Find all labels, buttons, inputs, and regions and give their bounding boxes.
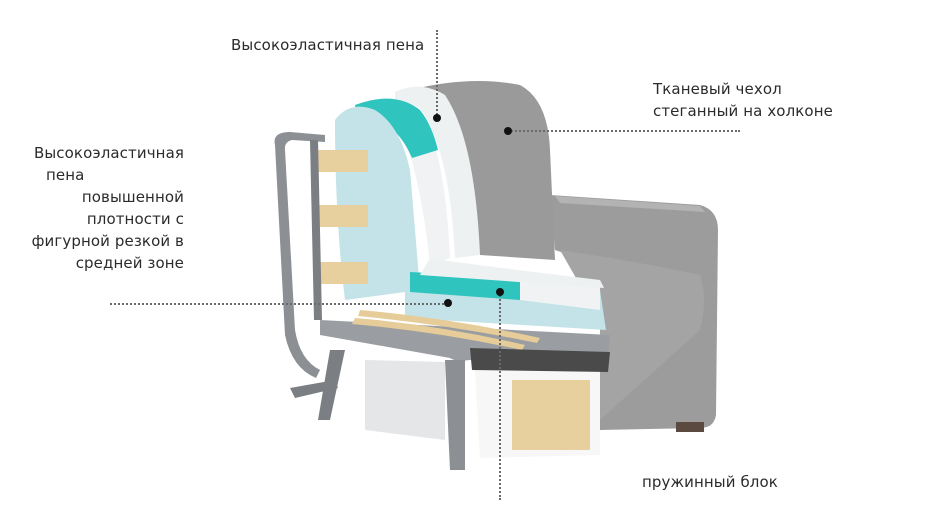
leader-dot-spring-block bbox=[496, 288, 504, 296]
label-spring-block: пружинный блок bbox=[642, 473, 778, 491]
leader-line-spring-block bbox=[499, 292, 501, 500]
leader-line-fabric bbox=[508, 130, 740, 132]
leader-line-dense-foam bbox=[110, 303, 448, 305]
label-fabric-cover: Тканевый чехол стеганный на холконе bbox=[653, 78, 833, 122]
leader-dot-fabric bbox=[504, 127, 512, 135]
label-dense-foam-line-6: средней зоне bbox=[75, 254, 184, 272]
leader-dot-top-foam bbox=[433, 114, 441, 122]
metal-frame-back bbox=[274, 132, 325, 378]
label-top-foam: Высокоэластичная пена bbox=[231, 36, 425, 54]
label-dense-foam: Высокоэластичная пена повышенной плотнос… bbox=[22, 142, 184, 274]
label-dense-foam-line-3: повышенной bbox=[81, 188, 184, 206]
label-dense-foam-line-1: Высокоэластичная bbox=[33, 144, 184, 162]
spring-block-box bbox=[512, 380, 590, 450]
label-dense-foam-line-5: фигурной резкой в bbox=[31, 232, 184, 250]
label-dense-foam-line-2: пена bbox=[46, 166, 85, 184]
leader-dot-dense-foam bbox=[444, 299, 452, 307]
label-dense-foam-line-4: плотности с bbox=[86, 210, 184, 228]
label-fabric-line-1: Тканевый чехол bbox=[653, 80, 782, 98]
leader-line-top-foam bbox=[436, 30, 438, 118]
label-fabric-line-2: стеганный на холконе bbox=[653, 102, 833, 120]
